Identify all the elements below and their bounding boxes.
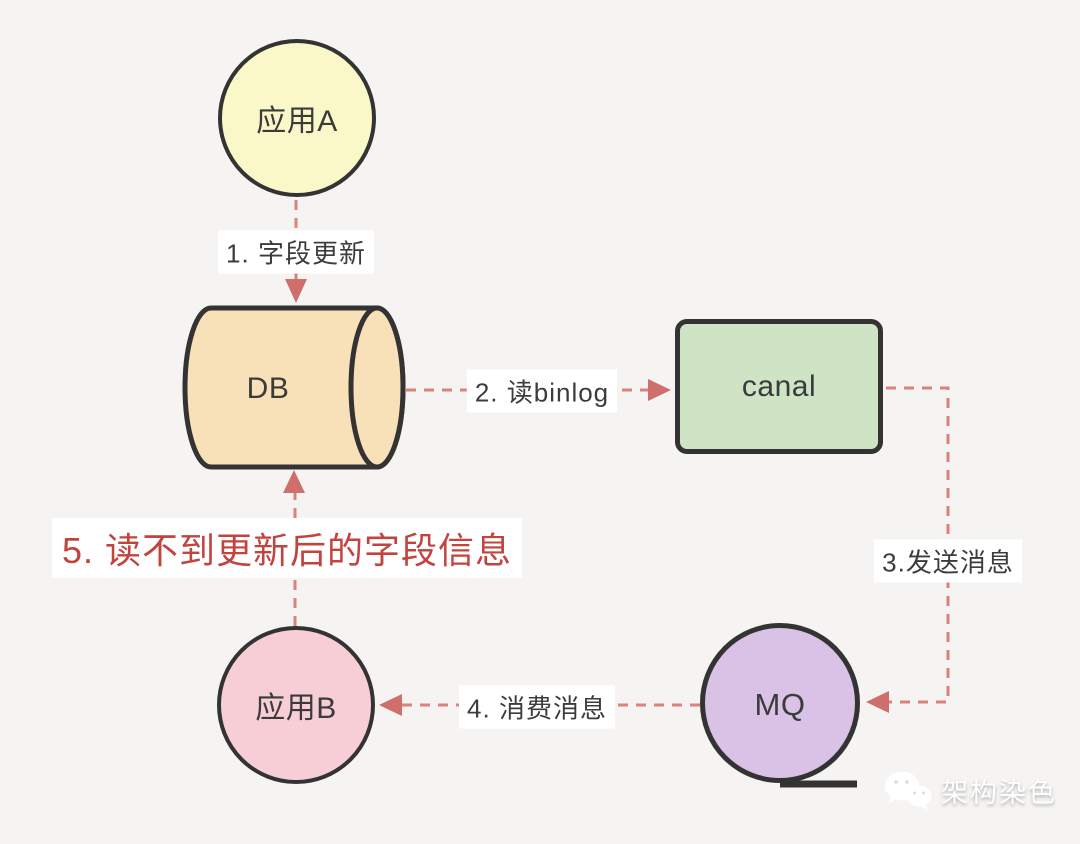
watermark-text: 架构染色 [941,777,1057,808]
node-mq-label: MQ [754,687,806,722]
node-app-a: 应用A [218,39,376,197]
node-app-b-label: 应用B [255,692,337,725]
arrow-step2-head [648,379,671,401]
arrow-step1-head [285,279,307,303]
arrow-step4-head [379,694,402,716]
arrow-step3-head [866,691,889,713]
node-db-label: DB [246,372,290,405]
node-canal: canal [675,319,883,454]
edge-label-step2: 2. 读binlog [466,369,618,413]
mq-circle-shape [700,623,860,788]
node-canal-label: canal [741,369,817,403]
wechat-icon [885,771,932,810]
edge-label-step1: 1. 字段更新 [218,230,374,274]
node-app-b: 应用B [217,626,375,784]
edge-label-step4: 4. 消费消息 [459,685,615,729]
edge-label-step5: 5. 读不到更新后的字段信息 [51,518,523,578]
node-app-a-label: 应用A [256,105,338,138]
watermark: 架构染色 [883,768,1057,812]
db-cylinder-shape [182,305,406,470]
arrow-step5-head [283,470,305,493]
edge-label-step3: 3.发送消息 [874,539,1022,583]
